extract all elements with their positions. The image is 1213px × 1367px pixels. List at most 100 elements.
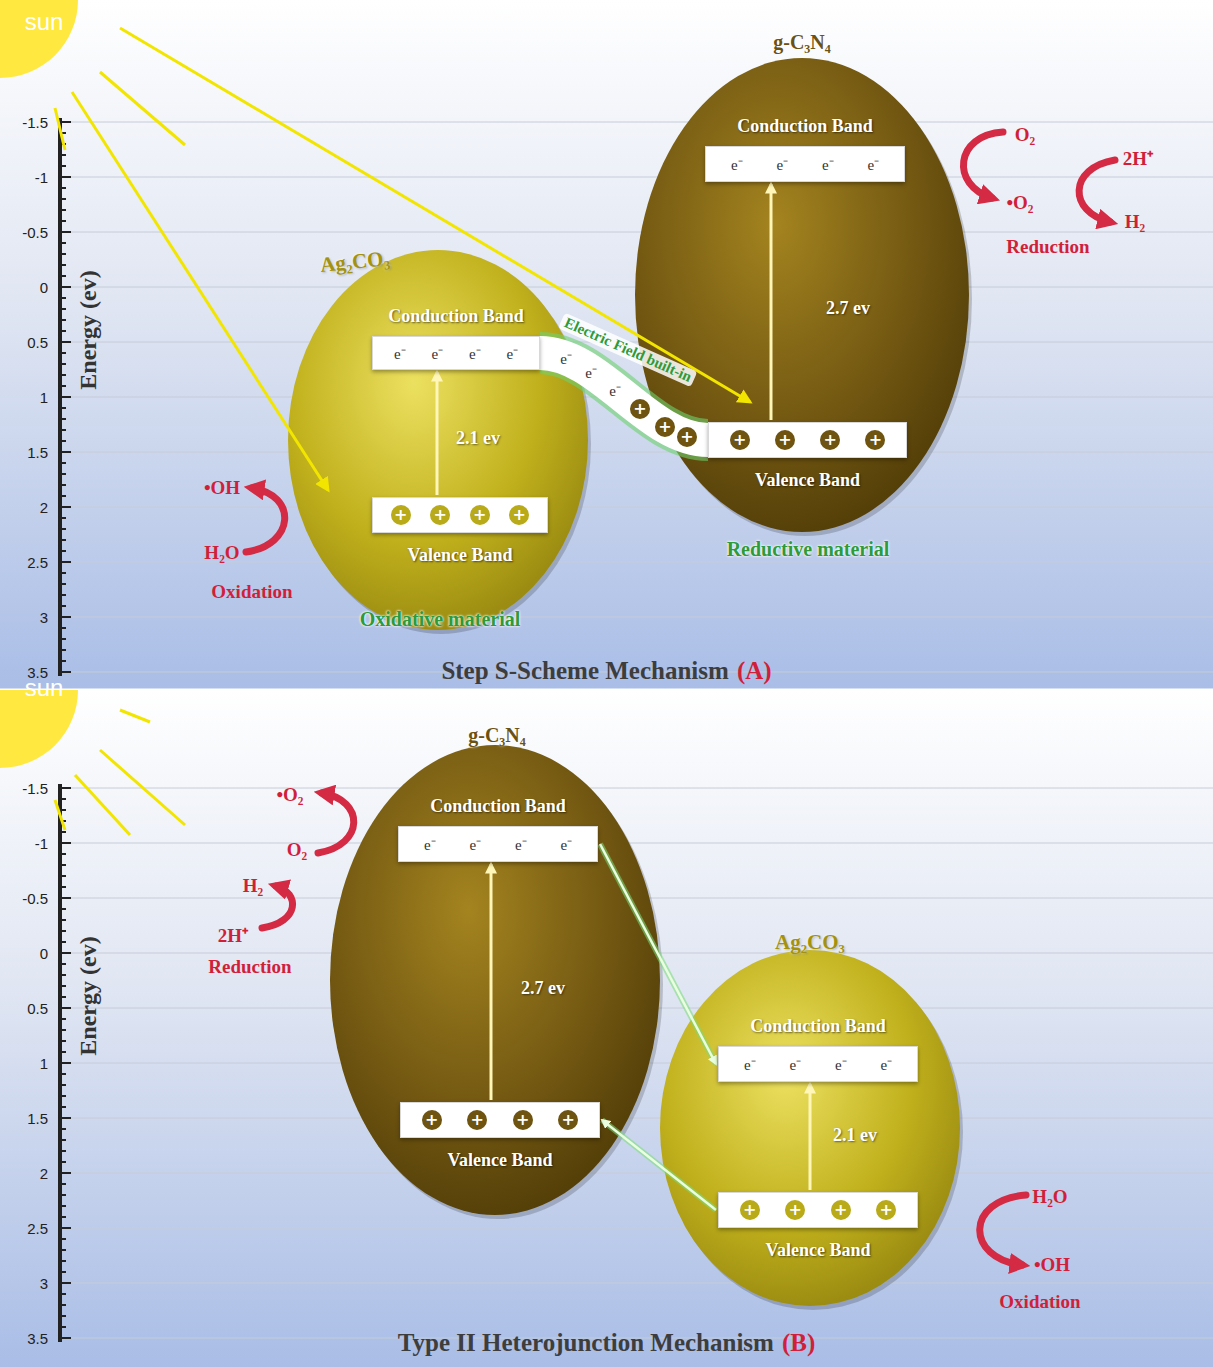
- connector: [771, 184, 772, 420]
- electron: e⁻: [424, 834, 436, 854]
- axis-tick-label: 2: [40, 1165, 48, 1182]
- electron: e⁻: [560, 348, 572, 368]
- reaction-label: Oxidation: [211, 581, 292, 603]
- light-ray: [100, 750, 185, 825]
- energy-band: Valence Band++++: [708, 422, 907, 458]
- material-ellipse: g-C₃N₄Conduction Bande⁻e⁻e⁻e⁻Valence Ban…: [635, 58, 969, 532]
- axis-tick: [60, 1216, 66, 1218]
- band-gap-arrow: [436, 372, 439, 495]
- axis-tick: [60, 952, 71, 954]
- reaction-label: H₂: [243, 875, 263, 897]
- title-row: Type II Heterojunction Mechanism(B): [0, 1329, 1213, 1357]
- electron: e⁻: [585, 362, 597, 382]
- axis-tick: [60, 1073, 66, 1075]
- axis-tick: [60, 919, 66, 921]
- reaction-arrow: [246, 488, 285, 552]
- electron: e⁻: [789, 1054, 801, 1074]
- electron: e⁻: [880, 1054, 892, 1074]
- grid-line: [60, 122, 1213, 123]
- hole: +: [628, 397, 652, 421]
- grid-line: [60, 617, 1213, 618]
- reaction-arrows: [246, 132, 1115, 1265]
- axis-tick: [60, 539, 66, 541]
- axis-tick-label: -1.5: [22, 780, 48, 797]
- axis-tick-label: 2.5: [27, 1220, 48, 1237]
- band-gap-label: 2.7 ev: [521, 978, 565, 999]
- hole: +: [738, 1198, 762, 1222]
- axis-tick: [60, 886, 66, 888]
- axis-tick: [60, 1018, 66, 1020]
- panel-ground: [0, 0, 1213, 690]
- axis-tick: [60, 1051, 66, 1053]
- sun-disc: [0, 0, 78, 78]
- axis-tick: [60, 396, 71, 398]
- axis-tick: [60, 363, 66, 365]
- connector: [437, 372, 438, 495]
- axis-tick: [60, 187, 66, 189]
- band-gap-label: 2.1 ev: [833, 1125, 877, 1146]
- electron: e⁻: [560, 834, 572, 854]
- axis-tick: [60, 1095, 66, 1097]
- hole: +: [468, 503, 492, 527]
- hole: +: [428, 503, 452, 527]
- reaction-arrow: [1079, 160, 1115, 222]
- grid-line: [60, 1173, 1213, 1174]
- axis-tick: [60, 374, 66, 376]
- axis-tick: [60, 561, 71, 563]
- axis-tick: [60, 352, 66, 354]
- axis-tick: [60, 451, 71, 453]
- axis-tick: [60, 842, 71, 844]
- electron: e⁻: [835, 1054, 847, 1074]
- sun-label: sun: [25, 8, 64, 36]
- axis-tick-label: -1: [35, 169, 48, 186]
- transfer-glow: [602, 1120, 716, 1210]
- hole: +: [728, 428, 752, 452]
- axis-tick: [60, 1117, 71, 1119]
- hole: +: [420, 1108, 444, 1132]
- hole: +: [863, 428, 887, 452]
- axis-tick: [60, 1293, 66, 1295]
- energy-band: Conduction Bande⁻e⁻e⁻e⁻: [398, 826, 598, 862]
- electron: e⁻: [506, 343, 518, 363]
- axis-tick: [60, 1238, 66, 1240]
- light-ray: [120, 28, 750, 402]
- axis-tick: [60, 198, 66, 200]
- axis-tick: [60, 1106, 66, 1108]
- hole: +: [556, 1108, 580, 1132]
- axis-tick: [60, 330, 66, 332]
- axis-tick: [60, 154, 66, 156]
- reaction-label: •O₂: [1006, 192, 1033, 214]
- hole: +: [507, 503, 531, 527]
- hole: +: [511, 1108, 535, 1132]
- charge-transfer-arrow: [600, 844, 716, 1064]
- panel-letter: (B): [782, 1329, 815, 1357]
- band-heading: Conduction Band: [430, 796, 566, 817]
- axis-tick-label: 3.5: [27, 1330, 48, 1347]
- grid-line: [60, 1228, 1213, 1229]
- axis-tick: [60, 787, 71, 789]
- axis-tick: [60, 165, 66, 167]
- energy-band: Valence Band++++: [372, 497, 548, 533]
- axis-tick: [60, 1161, 66, 1163]
- axis-tick: [60, 275, 66, 277]
- reaction-label: 2H⁺: [218, 922, 248, 948]
- electron: e⁻: [469, 343, 481, 363]
- axis-tick: [60, 616, 71, 618]
- grid-line: [60, 843, 1213, 844]
- band-gap-arrow: [770, 184, 773, 420]
- reaction-label: O₂: [1015, 124, 1035, 146]
- panel-letter: (A): [737, 657, 772, 685]
- hole: +: [829, 1198, 853, 1222]
- band-heading: Valence Band: [766, 1240, 871, 1261]
- axis-tick: [60, 831, 66, 833]
- hole: +: [783, 1198, 807, 1222]
- axis-tick: [60, 286, 71, 288]
- reaction-arrow: [963, 132, 1003, 198]
- axis-tick-label: 0: [40, 945, 48, 962]
- title-row: Step S-Scheme Mechanism(A): [0, 657, 1213, 685]
- axis-tick: [60, 297, 66, 299]
- hole: +: [389, 503, 413, 527]
- axis-tick: [60, 1337, 71, 1339]
- band-gap-label: 2.7 ev: [826, 298, 870, 319]
